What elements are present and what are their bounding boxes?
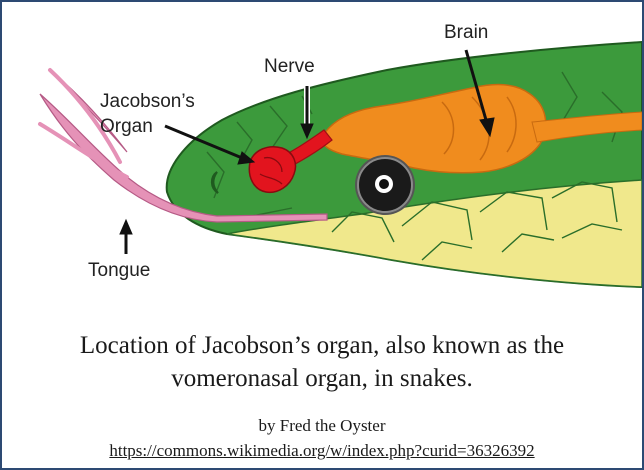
nerve-label: Nerve [264, 56, 315, 77]
caption-line-1: Location of Jacobson’s organ, also known… [2, 329, 642, 362]
tongue-label: Tongue [88, 260, 150, 281]
figure-caption: Location of Jacobson’s organ, also known… [2, 329, 642, 395]
caption-line-2: vomeronasal organ, in snakes. [2, 362, 642, 395]
source-link[interactable]: https://commons.wikimedia.org/w/index.ph… [2, 441, 642, 461]
author-credit: by Fred the Oyster [2, 416, 642, 436]
jacobson-label-line1: Jacobson’s [100, 91, 195, 112]
snake-head-diagram: Brain Nerve Jacobson’s Organ Tongue [2, 2, 642, 322]
jacobson-label-line2: Organ [100, 116, 153, 137]
eye-pupil [379, 179, 389, 189]
brain-label: Brain [444, 22, 488, 43]
